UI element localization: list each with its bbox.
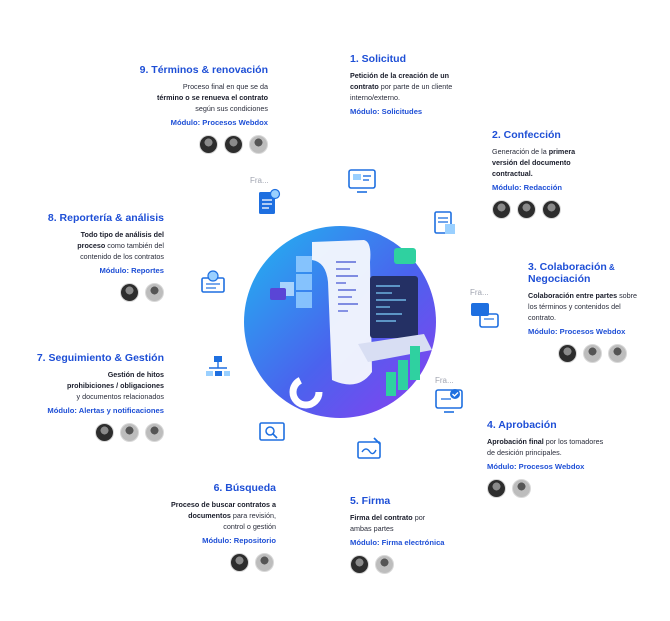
monitor-form-icon — [348, 169, 376, 193]
step-firma: 5. Firma Firma del contrato por ambas pa… — [350, 495, 470, 574]
hero-illustration — [244, 226, 436, 418]
step-confeccion: 2. Confección Generación de la primera v… — [492, 129, 612, 219]
step-module: Módulo: Repositorio — [202, 536, 276, 545]
avatar — [517, 200, 536, 219]
report-lightbulb-icon — [201, 270, 225, 293]
step-reporteria: 8. Reportería & análisis Todo tipo de an… — [30, 212, 164, 302]
step-module: Módulo: Reportes — [99, 266, 164, 275]
step-title: 6. Búsqueda — [213, 482, 276, 494]
laptop-screen — [370, 276, 418, 338]
avatar — [120, 283, 139, 302]
avatar — [608, 344, 627, 363]
step-description: Proceso de buscar contratos a documentos… — [170, 500, 276, 531]
step-title: 8. Reportería & análisis — [47, 212, 164, 224]
step-title: 1. Solicitud — [350, 53, 407, 65]
workflow-tree-icon — [206, 356, 230, 376]
avatar — [120, 423, 139, 442]
step-module: Módulo: Procesos Webdox — [170, 118, 268, 127]
step-description: Proceso final en que se da término o se … — [156, 82, 268, 113]
step-description: Todo tipo de análisis del proceso como t… — [77, 230, 164, 261]
team-avatars — [30, 283, 164, 302]
step-title: 5. Firma — [350, 495, 391, 507]
laptop-code-lines — [376, 285, 406, 322]
avatar — [145, 283, 164, 302]
avatar — [249, 135, 268, 154]
step-module: Módulo: Firma electrónica — [350, 538, 445, 547]
team-avatars — [350, 555, 470, 574]
step-title: 2. Confección — [492, 129, 561, 141]
step-description: Gestión de hitos prohibiciones / obligac… — [66, 370, 164, 401]
step-module: Módulo: Procesos Webdox — [487, 462, 585, 471]
placeholder-label-b: Fra... — [250, 176, 269, 185]
team-avatars — [558, 344, 666, 363]
avatar — [487, 479, 506, 498]
team-avatars — [492, 200, 612, 219]
step-title: 7. Seguimiento & Gestión — [36, 352, 164, 364]
step-title: 3. Colaboración & Negociación — [528, 261, 615, 285]
step-title: 9. Términos & renovación — [139, 64, 268, 76]
avatar — [224, 135, 243, 154]
signature-pen-icon — [357, 437, 381, 459]
step-module: Módulo: Procesos Webdox — [528, 327, 626, 336]
step-terminos: 9. Términos & renovación Proceso final e… — [130, 64, 268, 154]
step-seguimiento: 7. Seguimiento & Gestión Gestión de hito… — [20, 352, 164, 442]
avatar — [95, 423, 114, 442]
step-aprobacion: 4. Aprobación Aprobación final por los t… — [487, 419, 627, 498]
step-description: Firma del contrato por ambas partes — [350, 513, 426, 533]
approval-monitor-icon — [435, 389, 463, 413]
team-avatars — [130, 135, 268, 154]
step-title: 4. Aprobación — [487, 419, 557, 431]
team-avatars — [20, 423, 164, 442]
avatar — [145, 423, 164, 442]
step-description: Petición de la creación de un contrato p… — [350, 71, 453, 102]
step-description: Aprobación final por los tomadores de de… — [487, 437, 604, 457]
avatar — [199, 135, 218, 154]
search-document-icon — [259, 422, 285, 441]
step-description: Generación de la primera versión del doc… — [492, 147, 576, 178]
chat-bubble-purple — [270, 288, 286, 300]
avatar — [542, 200, 561, 219]
avatar — [558, 344, 577, 363]
avatar — [512, 479, 531, 498]
step-module: Módulo: Solicitudes — [350, 107, 423, 116]
laptop-base — [358, 334, 432, 362]
team-avatars — [140, 553, 274, 572]
document-gear-icon — [259, 188, 281, 214]
step-busqueda: 6. Búsqueda Proceso de buscar contratos … — [140, 482, 276, 572]
document-edit-icon — [434, 211, 455, 234]
code-lines — [336, 261, 358, 312]
placeholder-label-c: Fra... — [435, 376, 454, 385]
donut-chart — [289, 375, 323, 409]
avatar — [492, 200, 511, 219]
avatar — [375, 555, 394, 574]
chat-bubbles-icon — [471, 303, 499, 328]
placeholder-label-a: Fra... — [470, 288, 489, 297]
step-solicitud: 1. Solicitud Petición de la creación de … — [350, 53, 490, 116]
avatar — [255, 553, 274, 572]
team-avatars — [487, 479, 627, 498]
step-module: Módulo: Alertas y notificaciones — [47, 406, 164, 415]
avatar — [230, 553, 249, 572]
avatar — [350, 555, 369, 574]
avatar — [583, 344, 602, 363]
bar-blocks — [386, 346, 420, 396]
chat-bubble-green — [394, 248, 416, 264]
step-description: Colaboración entre partes sobre los térm… — [528, 291, 638, 322]
step-module: Módulo: Redacción — [492, 183, 563, 192]
step-colaboracion: 3. Colaboración & Negociación Colaboraci… — [528, 261, 666, 363]
